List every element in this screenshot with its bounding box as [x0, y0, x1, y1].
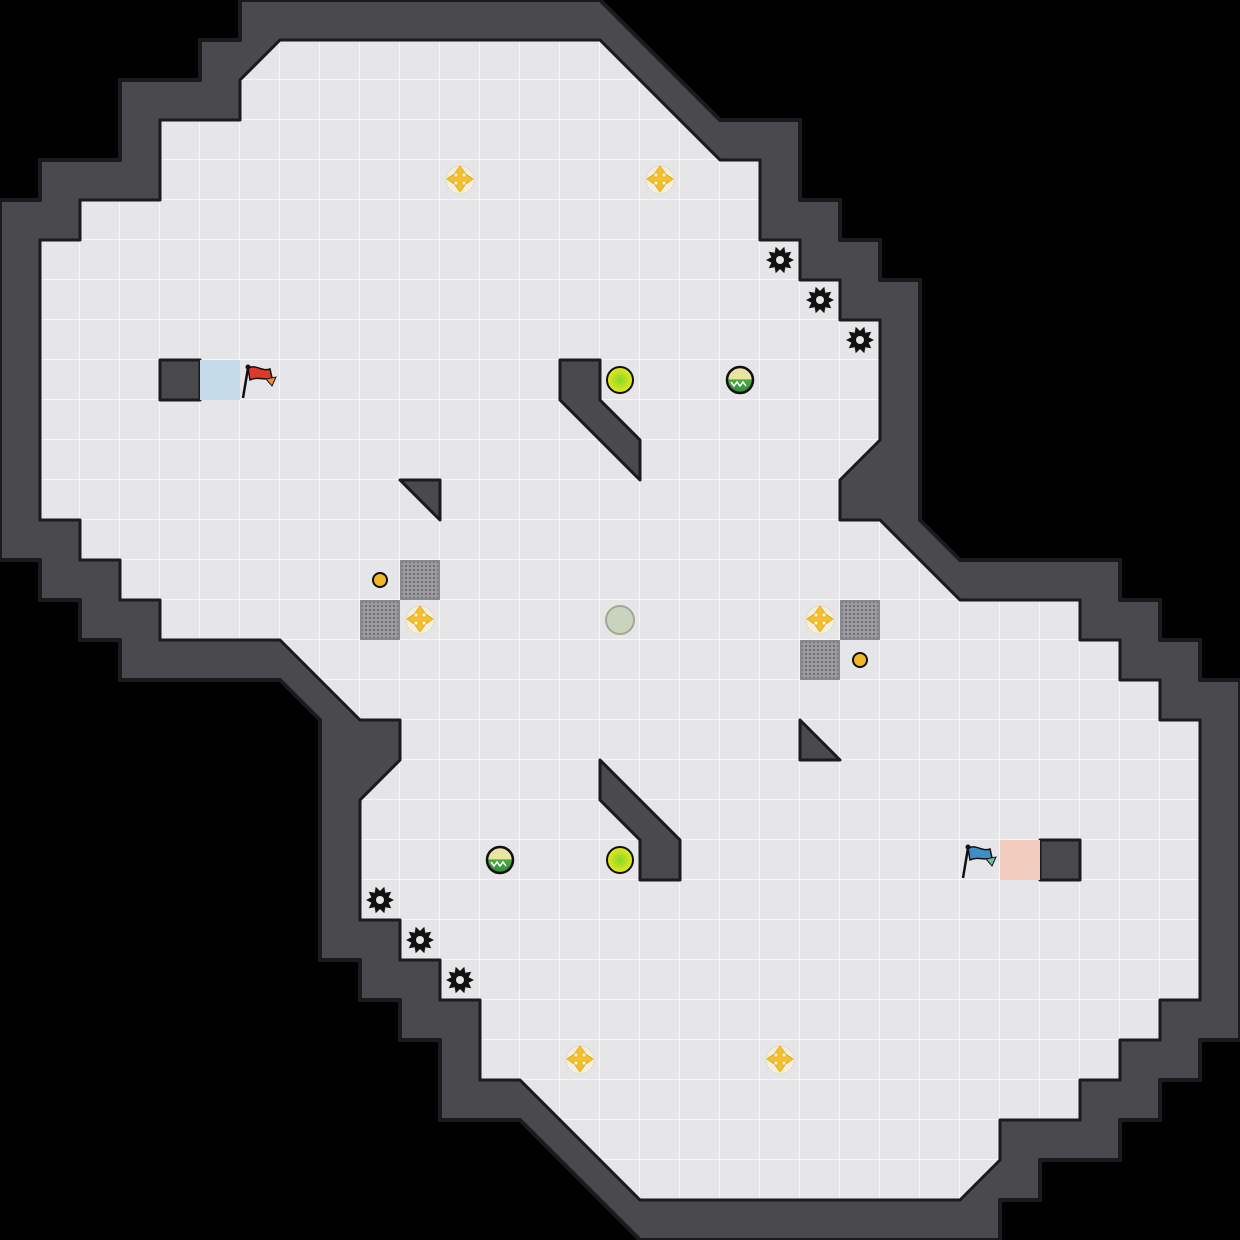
- diagonal-wall-upper: [558, 358, 642, 482]
- spike-icon: [846, 326, 874, 354]
- boost-icon[interactable]: [405, 605, 435, 635]
- portal-icon[interactable]: [605, 605, 635, 635]
- boost-icon[interactable]: [765, 1045, 795, 1075]
- wall-block-right: [1038, 838, 1082, 882]
- spike-icon: [806, 286, 834, 314]
- boost-icon[interactable]: [645, 165, 675, 195]
- boost-icon[interactable]: [445, 165, 475, 195]
- spike-icon: [406, 926, 434, 954]
- powerup-icon[interactable]: [606, 846, 634, 874]
- gates: [360, 560, 880, 680]
- bomb-icon[interactable]: [485, 845, 515, 875]
- bombs: [485, 365, 755, 875]
- powerup-icon[interactable]: [606, 366, 634, 394]
- gate-icon: [800, 640, 840, 680]
- boosts: [405, 165, 835, 1075]
- button-icon[interactable]: [852, 652, 868, 668]
- boost-icon[interactable]: [565, 1045, 595, 1075]
- bomb-icon[interactable]: [725, 365, 755, 395]
- wedge-wall-lower: [798, 718, 842, 762]
- interior-walls: [158, 358, 1082, 882]
- gate-icon: [840, 600, 880, 640]
- flag-icon: [961, 847, 970, 879]
- spikes: [366, 246, 874, 994]
- red-flag[interactable]: [241, 364, 277, 399]
- blue-team-tile: [1000, 840, 1040, 880]
- blue-flag[interactable]: [961, 844, 997, 879]
- gate-icon: [360, 600, 400, 640]
- spike-icon: [766, 246, 794, 274]
- red-team-tile: [200, 360, 240, 400]
- wall-block-left: [158, 358, 202, 402]
- buttons: [372, 572, 868, 668]
- spike-icon: [446, 966, 474, 994]
- wedge-wall-upper: [398, 478, 442, 522]
- powerups: [606, 366, 634, 874]
- spike-icon: [366, 886, 394, 914]
- boost-icon[interactable]: [805, 605, 835, 635]
- diagonal-wall-lower: [598, 758, 682, 882]
- gate-icon: [400, 560, 440, 600]
- flag-icon: [241, 367, 250, 399]
- button-icon[interactable]: [372, 572, 388, 588]
